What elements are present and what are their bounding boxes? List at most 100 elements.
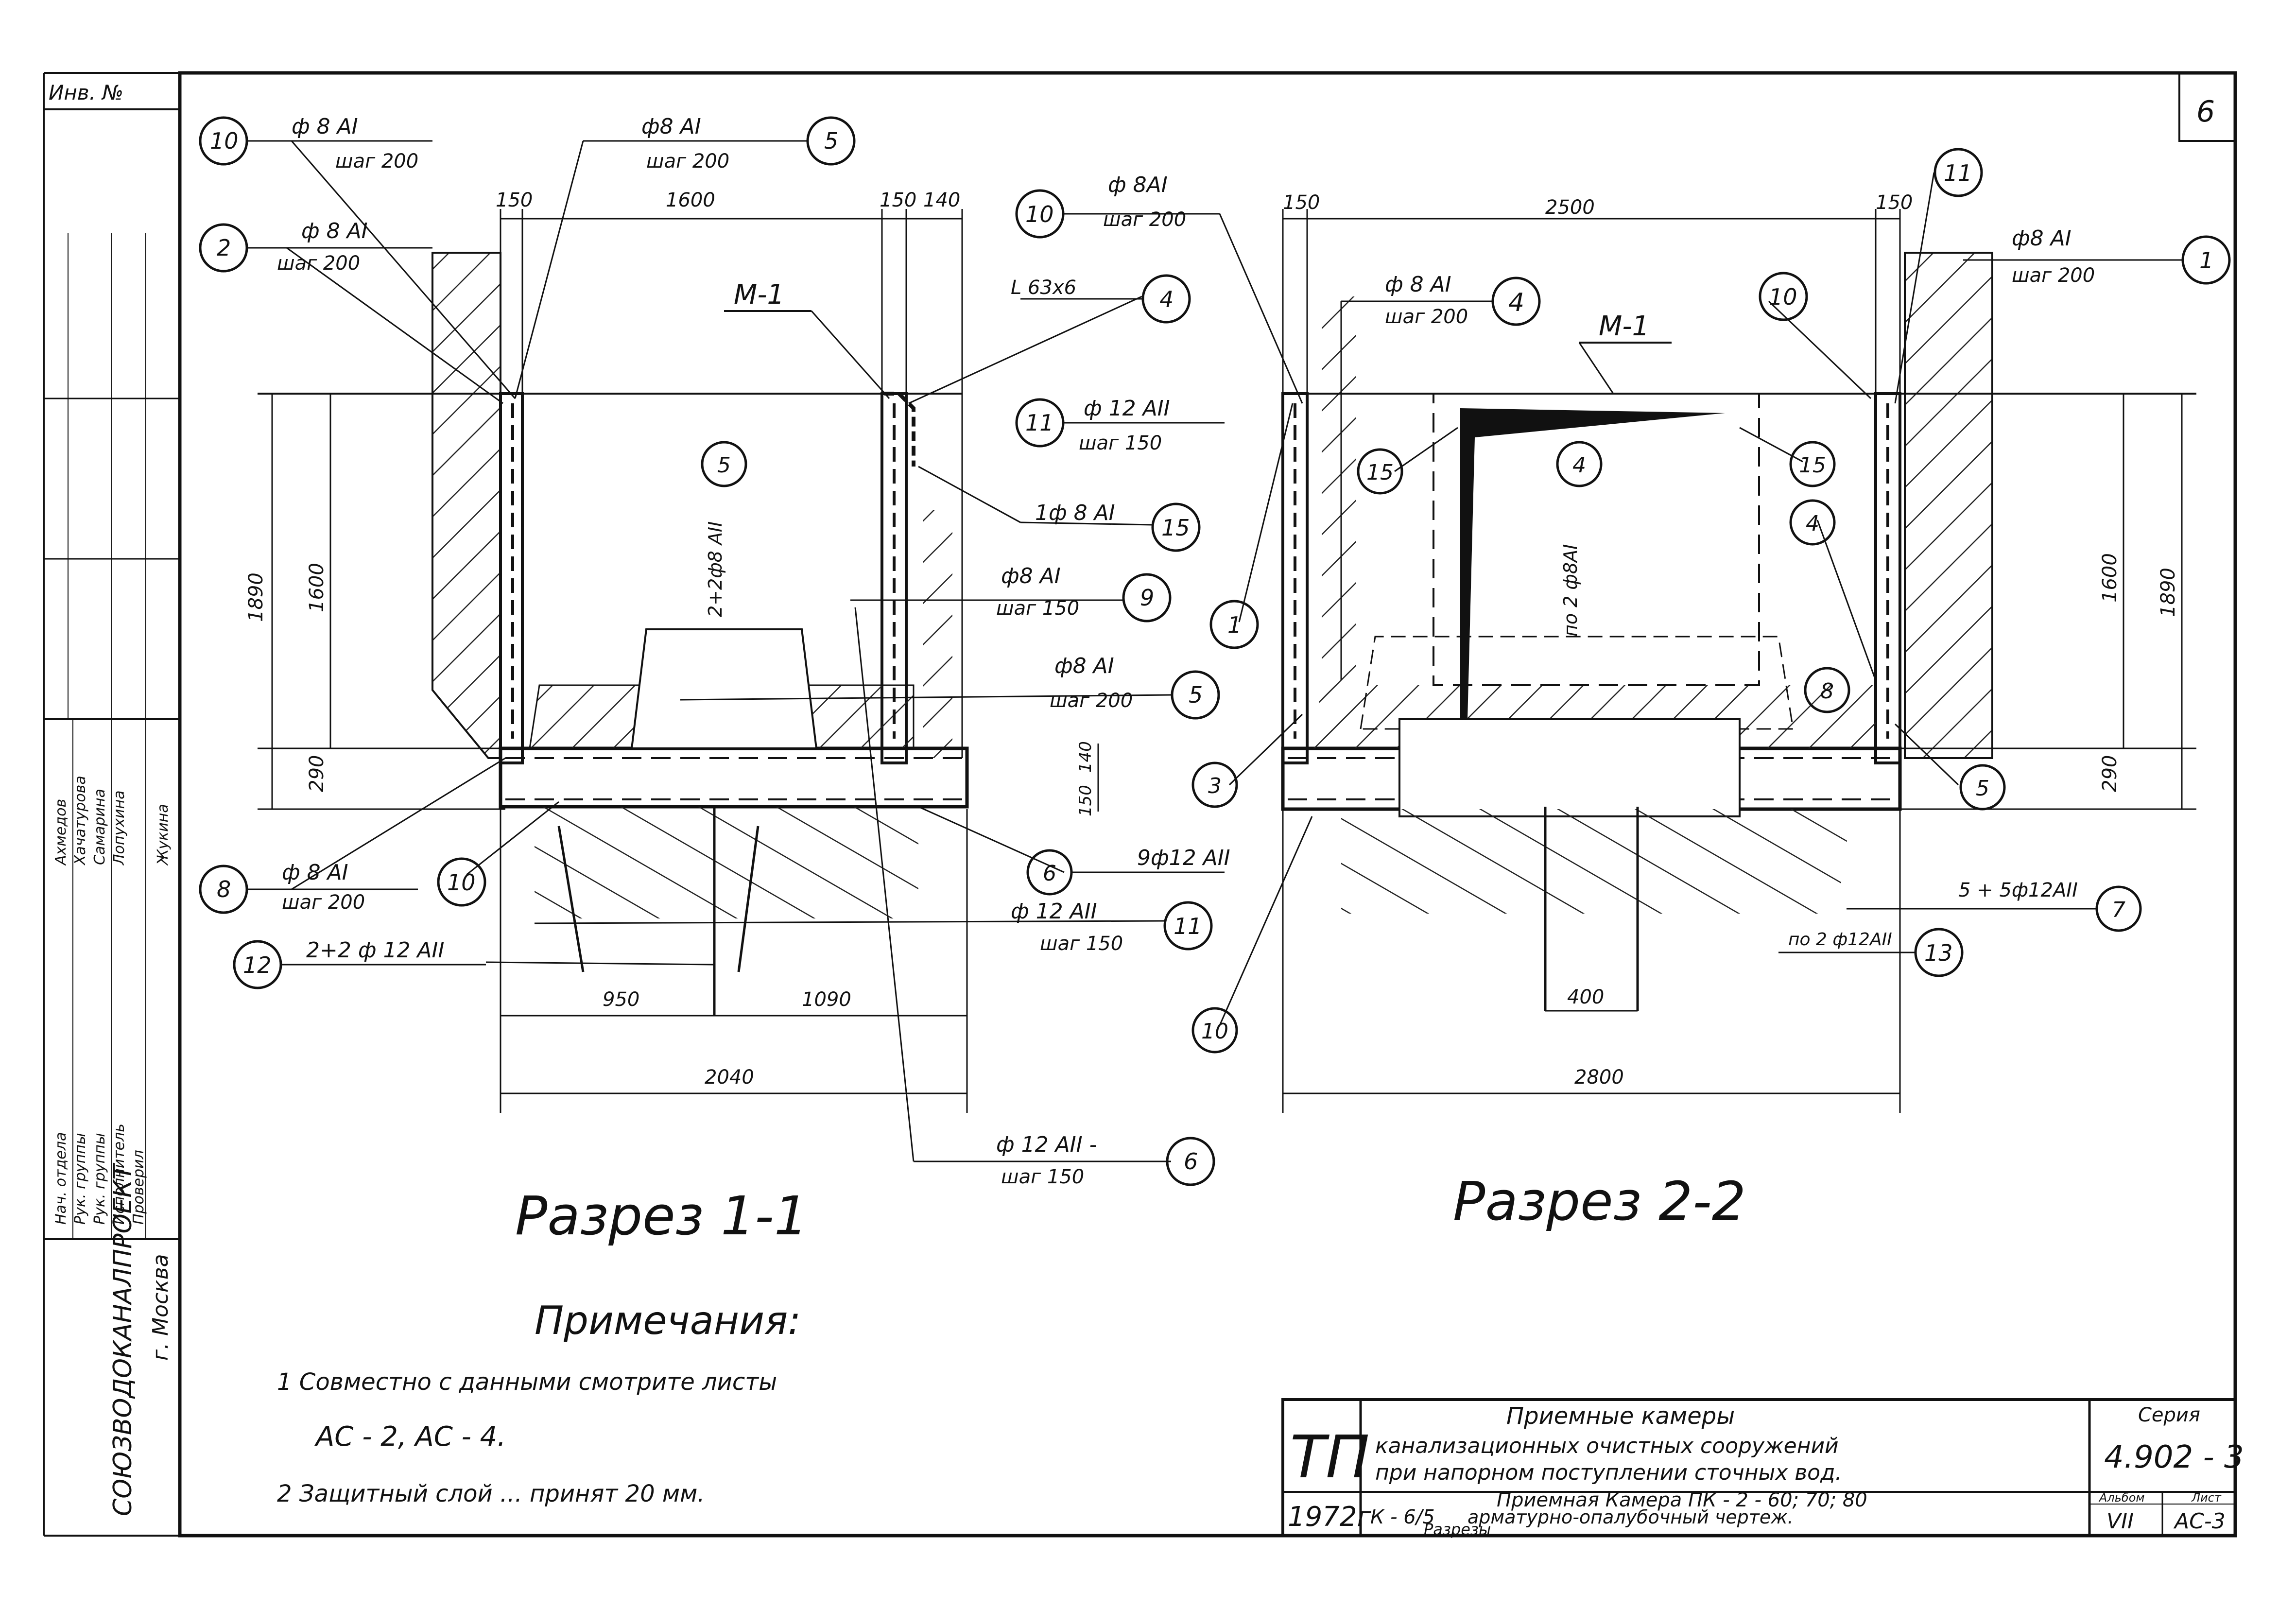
s2-section-mark: М-1 xyxy=(1599,311,1649,342)
s2-callout-num-16: 10 xyxy=(1201,1019,1228,1044)
s1-callout-step-2: шаг 200 xyxy=(646,150,729,173)
s2-dim-top-right: 150 xyxy=(1876,191,1913,214)
s2-dim-top-mid: 2500 xyxy=(1545,196,1595,219)
s2-callout-step-1: шаг 200 xyxy=(1103,208,1186,231)
title-year: 1972г xyxy=(1288,1501,1372,1533)
title-logo: ТП xyxy=(1290,1424,1370,1491)
strip-role-3: Рук. группы xyxy=(91,1133,108,1225)
title-code: К - 6/5 xyxy=(1370,1506,1435,1528)
s1-callout-num-8: 9 xyxy=(1140,585,1154,611)
s1-callout-spec-9: ф8 АI xyxy=(1054,654,1114,678)
s1-callout-num-4: 4 xyxy=(1159,286,1174,312)
s1-callout-spec-13: ф 12 АII xyxy=(1011,899,1097,924)
s1-callout-spec-1: ф 8 АI xyxy=(292,114,358,139)
strip-role-5: Проверил xyxy=(130,1150,147,1225)
s2-callout-num-11: 8 xyxy=(1820,679,1834,704)
s1-callout-num-7: 5 xyxy=(717,453,731,478)
s2-callout-step-3: шаг 200 xyxy=(2012,264,2095,287)
title-line-4: Приемная Камера ПК - 2 - 60; 70; 80 xyxy=(1497,1489,1867,1511)
s1-callout-num-13: 11 xyxy=(1174,913,1202,939)
s2-callout-num-5: 10 xyxy=(1769,284,1797,310)
s2-dim-height-outer: 1890 xyxy=(2157,568,2179,617)
section-2-drawing: 150 2500 150 1600 1890 290 400 2800 М-1 xyxy=(1219,172,2196,1113)
notes-line-1b: АС - 2, АС - 4. xyxy=(314,1421,506,1453)
s2-callout-num-4: 4 xyxy=(1508,288,1524,317)
title-line-1: Приемные камеры xyxy=(1506,1402,1735,1430)
s1-dim-height-outer: 1890 xyxy=(245,572,267,622)
strip-name-4: Лопухина xyxy=(111,790,128,865)
s1-callout-spec-14: 2+2 ф 12 АII xyxy=(306,938,444,963)
s1-callout-step-9: шаг 200 xyxy=(1050,690,1133,712)
s1-callout-num-12: 6 xyxy=(1043,861,1056,886)
strip-name-5: Жукина xyxy=(155,804,172,866)
s1-dim-top-right-b: 140 xyxy=(923,189,960,211)
s2-callout-num-14: 7 xyxy=(2112,898,2125,922)
title-album-value: VII xyxy=(2106,1509,2134,1534)
s1-callout-spec-12: 9ф12 АII xyxy=(1137,846,1230,870)
s1-callout-step-3: шаг 200 xyxy=(277,252,360,275)
title-line-5: арматурно-опалубочный чертеж. xyxy=(1467,1506,1794,1528)
s2-callout-spec-4: ф 8 АI xyxy=(1385,272,1451,297)
strip-city: г. Москва xyxy=(148,1254,173,1361)
title-series-label: Серия xyxy=(2138,1404,2200,1426)
s1-callout-num-11: 10 xyxy=(447,869,476,896)
s1-callout-spec-4: L 63х6 xyxy=(1011,277,1076,299)
s2-callout-num-3: 1 xyxy=(2199,247,2213,274)
s1-callout-step-1: шаг 200 xyxy=(335,150,418,173)
notes-line-1: 1 Совместно с данными смотрите листы xyxy=(277,1368,777,1396)
strip-role-4: Исполнитель xyxy=(111,1124,128,1225)
section-1-drawing: 150 1600 150 140 1890 1600 290 150 140 9… xyxy=(245,140,1172,1162)
s1-callout-spec-7: 2+2ф8 АII xyxy=(705,521,726,617)
section-1-callouts: 10 ф 8 АI шаг 200 5 ф8 АI шаг 200 2 ф 8 … xyxy=(199,114,1230,1188)
s1-callout-num-14: 12 xyxy=(243,952,272,978)
s1-dim-top-left: 150 xyxy=(496,189,533,211)
title-line-3: при напорном поступлении сточных вод. xyxy=(1375,1460,1842,1485)
s2-callout-step-4: шаг 200 xyxy=(1385,306,1468,328)
section-2-title: Разрез 2-2 xyxy=(1453,1170,1746,1232)
s2-callout-spec-15: по 2 ф12АII xyxy=(1788,930,1892,950)
s1-callout-num-10: 8 xyxy=(217,876,231,902)
s1-callout-spec-10: ф 8 АI xyxy=(282,860,348,885)
s1-dim-slab: 290 xyxy=(306,755,328,792)
section-2-callouts: 10 ф 8АI шаг 200 11 1 ф8 АI шаг 200 4 ф … xyxy=(1015,148,2231,1054)
s2-callout-num-7: 4 xyxy=(1572,453,1586,478)
s1-callout-spec-5: ф 12 АII xyxy=(1084,396,1170,421)
s2-callout-num-2: 11 xyxy=(1944,160,1972,186)
s2-callout-spec-1: ф 8АI xyxy=(1108,173,1168,197)
s1-callout-spec-3: ф 8 АI xyxy=(301,219,368,243)
notes-heading: Примечания: xyxy=(535,1298,801,1343)
side-strip: СОЮЗВОДОКАНАЛПРОЕКТ г. Москва Нач. отдел… xyxy=(52,776,173,1516)
title-sheet-value: АС-3 xyxy=(2173,1509,2226,1534)
notes-line-2: 2 Защитный слой ... принят 20 мм. xyxy=(277,1480,705,1507)
s1-callout-spec-2: ф8 АI xyxy=(641,114,701,139)
title-album-label: Альбом xyxy=(2098,1491,2145,1505)
title-line-6: Разрезы xyxy=(1424,1520,1491,1539)
strip-name-1: Ахмедов xyxy=(52,799,69,866)
s1-callout-spec-15: ф 12 АII - xyxy=(996,1132,1097,1157)
s2-callout-num-10: 1 xyxy=(1227,612,1242,638)
s1-callout-num-5: 11 xyxy=(1025,410,1054,436)
s1-dim-top-right-a: 150 xyxy=(880,189,916,211)
s2-callout-num-8: 15 xyxy=(1799,453,1826,478)
s2-callout-spec-3: ф8 АI xyxy=(2012,226,2072,251)
title-sheet-label: Лист xyxy=(2191,1491,2222,1505)
s1-callout-step-8: шаг 150 xyxy=(996,597,1079,620)
s2-callout-spec-14: 5 + 5ф12АII xyxy=(1958,879,2078,901)
sheet-frame xyxy=(178,71,2237,1538)
s1-callout-spec-6: 1ф 8 АI xyxy=(1035,501,1115,525)
s2-callout-spec-7: по 2 ф8АI xyxy=(1560,544,1581,637)
s1-callout-num-6: 15 xyxy=(1161,515,1190,541)
s2-callout-num-9: 4 xyxy=(1806,511,1819,536)
title-line-2: канализационных очистных сооружений xyxy=(1375,1434,1839,1458)
s1-callout-num-15: 6 xyxy=(1184,1148,1198,1175)
s1-dim-height-inner: 1600 xyxy=(306,563,328,612)
s2-callout-num-13: 5 xyxy=(1976,776,1989,801)
section-1-title: Разрез 1-1 xyxy=(515,1185,808,1247)
sheet-number-box xyxy=(2178,73,2235,142)
s2-dim-total: 2800 xyxy=(1574,1066,1624,1089)
s2-callout-num-12: 3 xyxy=(1208,774,1222,798)
strip-role-1: Нач. отдела xyxy=(52,1132,69,1225)
s1-callout-step-15: шаг 150 xyxy=(1001,1166,1084,1188)
s2-callout-num-15: 13 xyxy=(1924,940,1953,966)
